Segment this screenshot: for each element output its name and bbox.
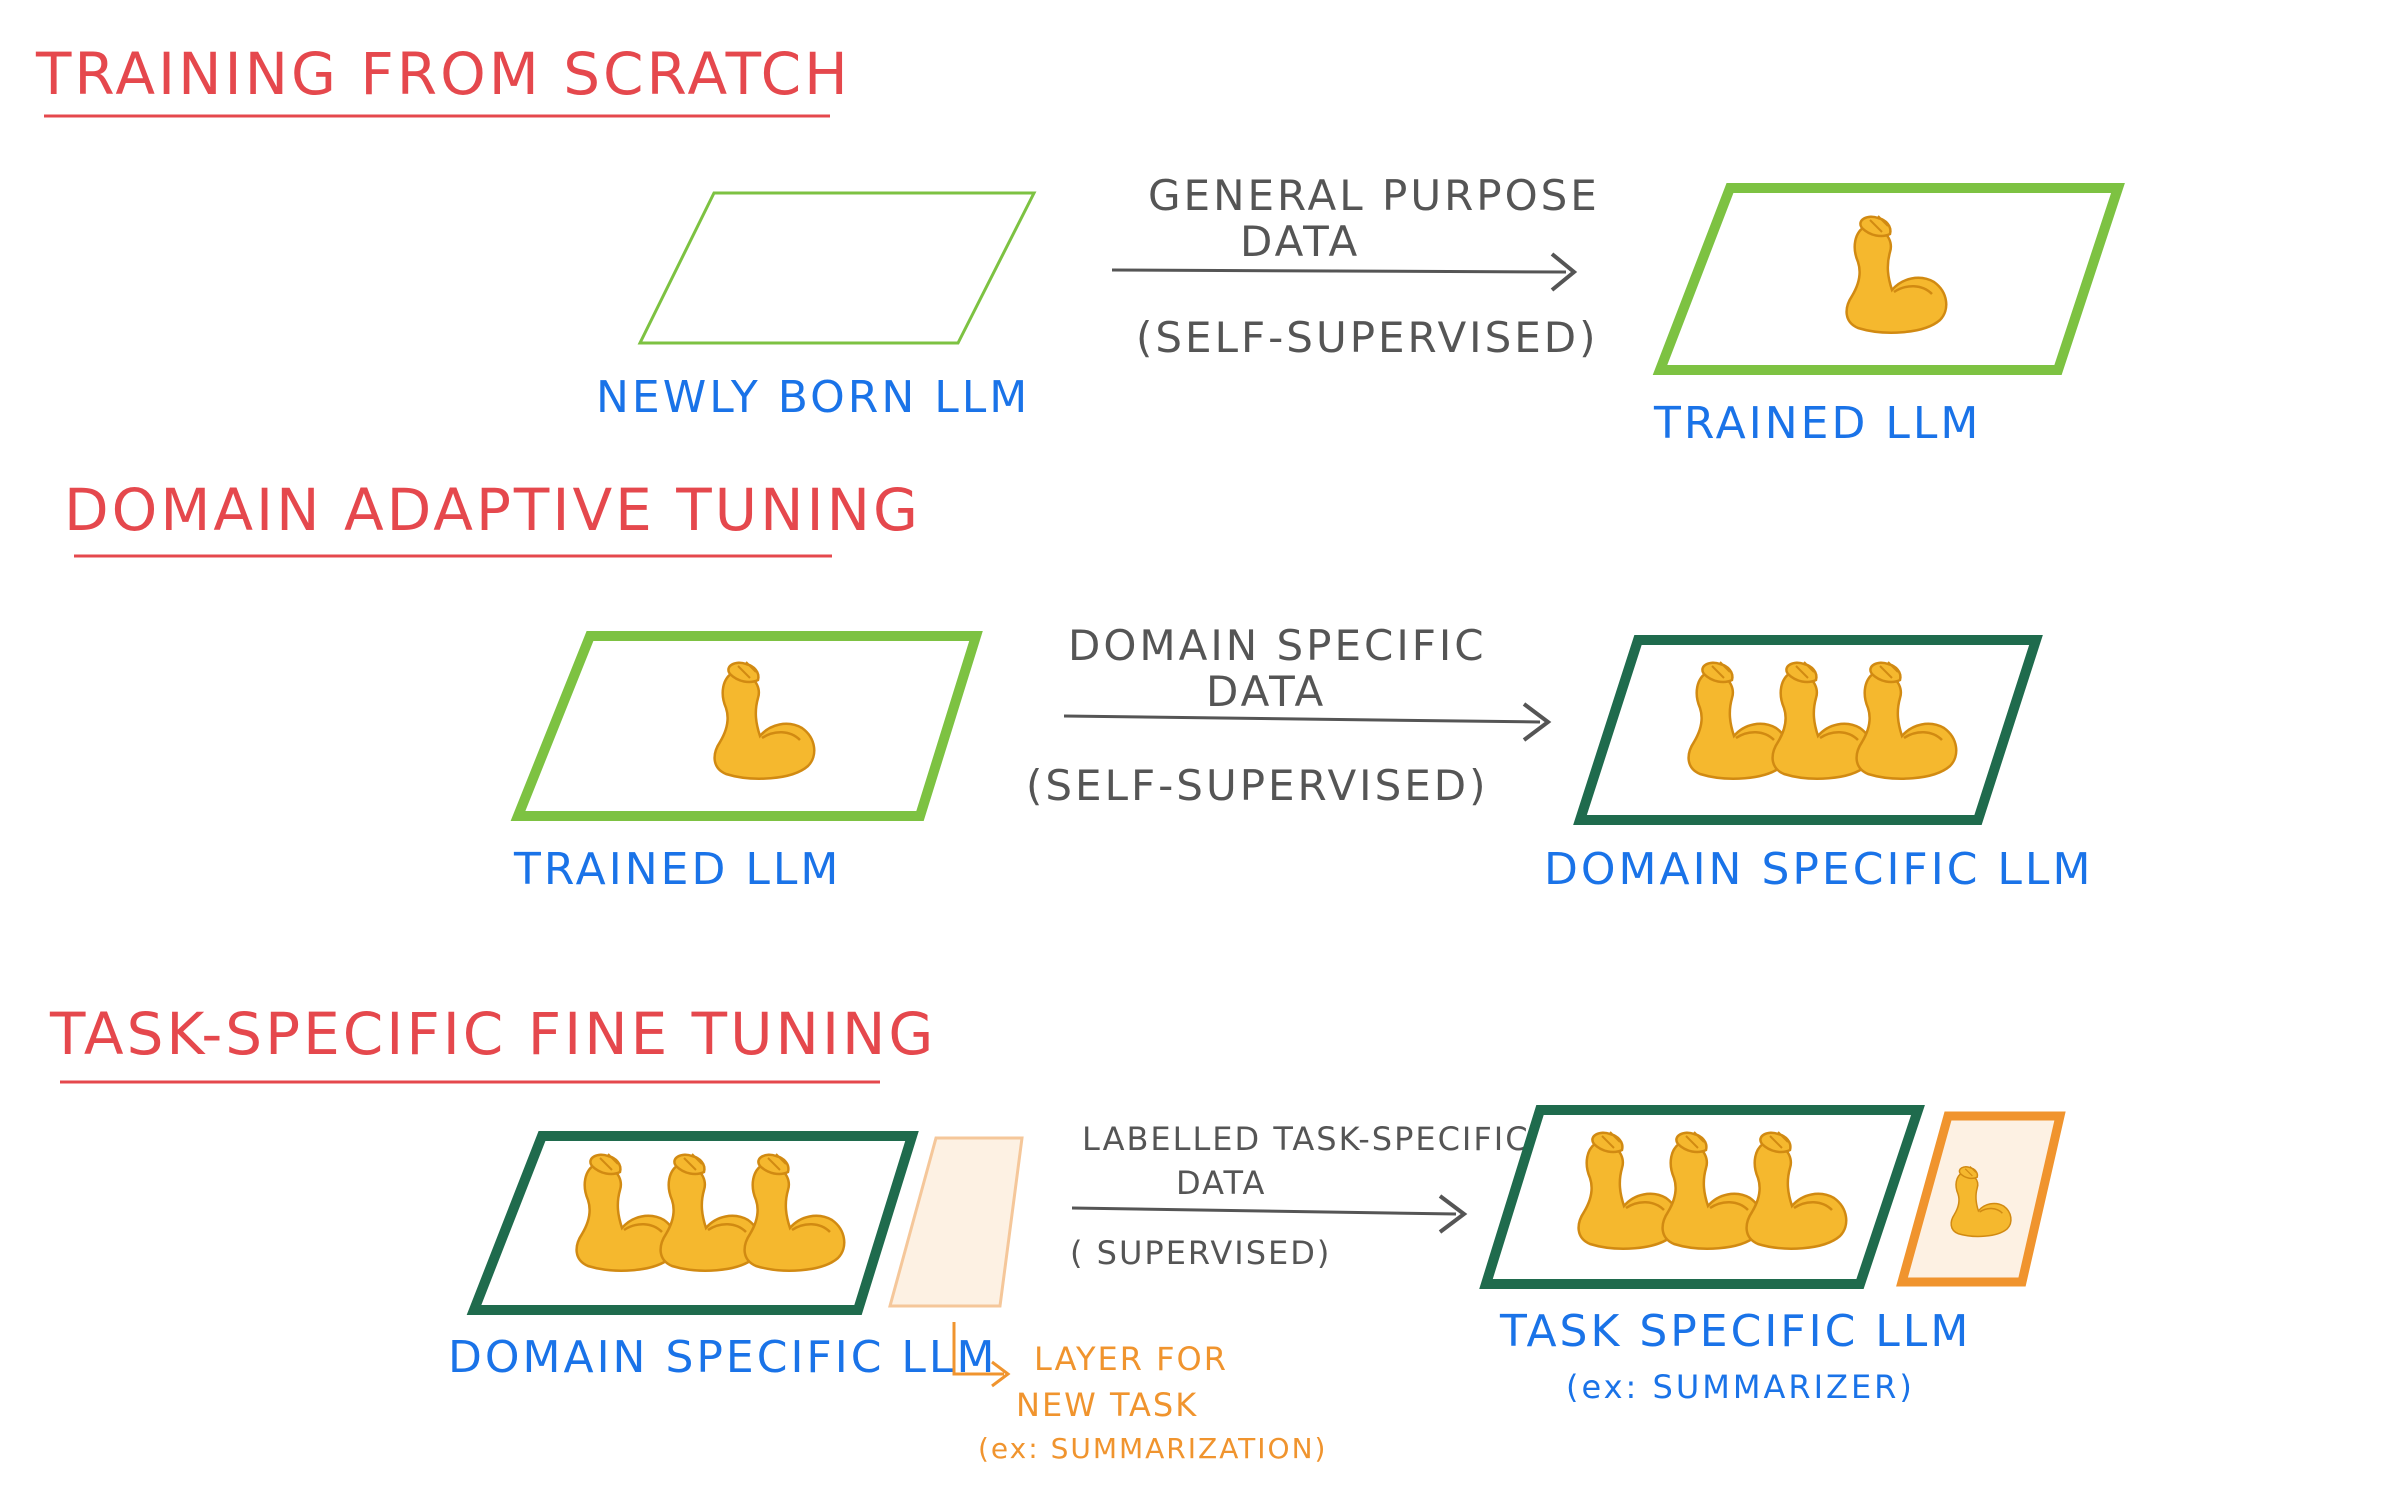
layer-pointer-line (952, 1322, 1004, 1376)
heading-training-from-scratch: TRAINING FROM SCRATCH (35, 40, 851, 108)
domain-specific-llm-source-box (466, 1131, 919, 1315)
arrow-text-self-supervised: (SELF-SUPERVISED) (1136, 313, 1599, 362)
new-task-layer-box (888, 1136, 1024, 1308)
arrow-line (1063, 714, 1541, 724)
section-domain-adaptive-tuning: DOMAIN ADAPTIVE TUNING TRAINED LLM DOMAI… (64, 476, 2093, 895)
trained-llm-source-box (510, 631, 983, 821)
heading-domain-adaptive-tuning: DOMAIN ADAPTIVE TUNING (64, 476, 921, 544)
section-training-from-scratch: TRAINING FROM SCRATCH NEWLY BORN LLM GEN… (35, 40, 2125, 449)
domain-specific-llm-source-label: DOMAIN SPECIFIC LLM (448, 1332, 997, 1383)
newly-born-llm-label: NEWLY BORN LLM (596, 372, 1030, 423)
arrow-text-self-supervised: (SELF-SUPERVISED) (1026, 761, 1489, 810)
new-task-label: NEW TASK (1016, 1386, 1198, 1424)
arrow-line (1111, 268, 1567, 274)
trained-llm-box (1652, 183, 2125, 375)
task-specific-llm-box (1479, 1105, 1925, 1289)
heading-task-specific-fine-tuning: TASK-SPECIFIC FINE TUNING (49, 1000, 936, 1068)
trained-task-layer-box (1896, 1111, 2066, 1287)
flexed-bicep-icon (1855, 660, 1958, 780)
trained-llm-source-label: TRAINED LLM (513, 844, 841, 895)
layer-for-label: LAYER FOR (1034, 1340, 1228, 1378)
arrow-line (1071, 1206, 1457, 1216)
task-specific-llm-example-label: (ex: SUMMARIZER) (1566, 1368, 1915, 1406)
arrow-text-data: DATA (1176, 1164, 1266, 1202)
flexed-bicep-icon (1745, 1130, 1848, 1250)
layer-example-label: (ex: SUMMARIZATION) (978, 1432, 1327, 1465)
layer-pointer-arrowhead (991, 1360, 1011, 1388)
section-task-specific-fine-tuning: TASK-SPECIFIC FINE TUNING DOMAIN SPECIFI… (49, 1000, 2066, 1465)
flexed-bicep-icon (743, 1152, 846, 1272)
arrow-text-labelled-task-specific: LABELLED TASK-SPECIFIC (1082, 1120, 1530, 1158)
newly-born-llm-box (637, 191, 1037, 345)
flexed-bicep-icon (1845, 214, 1948, 334)
flexed-bicep-icon (713, 660, 816, 780)
arrow-text-data: DATA (1240, 217, 1360, 266)
arrow-head (1438, 1194, 1468, 1234)
trained-llm-label: TRAINED LLM (1653, 398, 1981, 449)
task-specific-llm-label: TASK SPECIFIC LLM (1499, 1306, 1971, 1357)
domain-specific-llm-label: DOMAIN SPECIFIC LLM (1544, 844, 2093, 895)
arrow-head (1522, 702, 1552, 742)
domain-specific-llm-box (1573, 635, 2043, 825)
arrow-head (1550, 252, 1578, 292)
arrow-text-general-purpose: GENERAL PURPOSE (1148, 171, 1600, 220)
arrow-text-domain-specific: DOMAIN SPECIFIC (1068, 621, 1487, 670)
arrow-text-supervised: ( SUPERVISED) (1070, 1234, 1331, 1272)
arrow-text-data: DATA (1206, 667, 1326, 716)
